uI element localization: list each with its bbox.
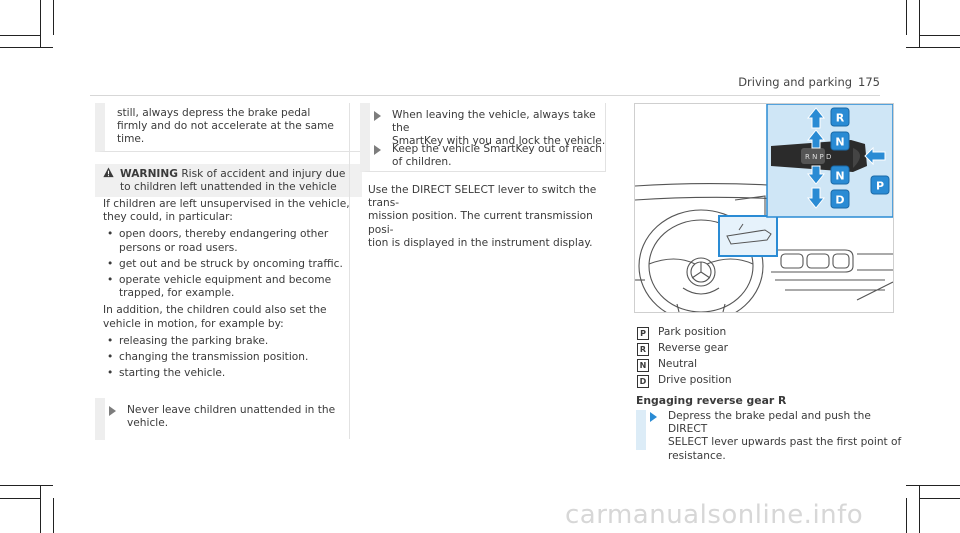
step-arrow-icon — [374, 111, 381, 121]
crop-mark — [53, 498, 54, 533]
crop-mark — [906, 0, 907, 35]
step-arrow-icon — [374, 145, 381, 155]
list-item: releasing the parking brake. — [103, 335, 353, 348]
instruction-step: Never leave children unattended in the v… — [105, 404, 357, 430]
drive-symbol-icon: D — [637, 375, 649, 388]
section-heading: Engaging reverse gear R — [636, 394, 787, 407]
svg-text:R N P D: R N P D — [805, 153, 831, 161]
step-arrow-icon — [650, 412, 657, 422]
list-item: starting the vehicle. — [103, 367, 353, 380]
instruction-step: Keep the vehicle SmartKey out of reach o… — [370, 143, 612, 169]
left-body: If children are left unsupervised in the… — [103, 198, 353, 384]
list-item: get out and be struck by oncoming traffi… — [103, 258, 353, 271]
gear-label-d: D — [835, 194, 844, 207]
crop-mark — [40, 485, 41, 533]
neutral-symbol-icon: N — [637, 359, 649, 372]
crop-mark — [919, 485, 920, 533]
instruction-step: Depress the brake pedal and push the DIR… — [646, 410, 908, 463]
crop-mark — [0, 47, 53, 48]
warning-text: to children left unattended in the vehic… — [120, 181, 337, 193]
crop-mark — [0, 35, 40, 36]
gear-label-p: P — [876, 180, 884, 193]
instruction-box: Never leave children unattended in the v… — [95, 398, 360, 440]
crop-mark — [0, 498, 40, 499]
paragraph: In addition, the children could also set… — [103, 304, 327, 330]
paragraph: Use the DIRECT SELECT lever to switch th… — [368, 184, 597, 249]
crop-mark — [906, 485, 960, 486]
gear-label-n: N — [835, 170, 844, 183]
watermark: carmanualsonline.info — [565, 500, 864, 530]
continuation-block: still, always depress the brake pedal fi… — [95, 103, 367, 152]
text-line: firmly and do not accelerate at the same — [117, 120, 334, 133]
running-header: Driving and parking 175 — [738, 75, 880, 89]
crop-mark — [920, 35, 960, 36]
park-symbol-icon: P — [637, 327, 649, 340]
crop-mark — [40, 0, 41, 48]
crop-mark — [919, 0, 920, 48]
crop-mark — [906, 498, 907, 533]
cockpit-drawing: R N P D R N N P D — [635, 104, 893, 312]
text-line: time. — [117, 133, 145, 146]
crop-mark — [0, 485, 53, 486]
instruction-step: When leaving the vehicle, always take th… — [370, 109, 612, 149]
bullet-list: open doors, thereby endangering otherper… — [103, 228, 353, 300]
warning-icon — [103, 167, 114, 178]
crop-mark — [53, 0, 54, 35]
text-line: still, always depress the brake pedal — [117, 107, 311, 119]
crop-mark — [920, 498, 960, 499]
page-number: 175 — [858, 75, 880, 89]
bullet-list: releasing the parking brake. changing th… — [103, 335, 353, 381]
column-rule — [349, 103, 350, 439]
warning-banner: WARNING Risk of accident and injury due … — [95, 164, 362, 197]
instruction-box: Depress the brake pedal and push the DIR… — [636, 410, 906, 462]
header-rule — [90, 95, 880, 96]
gear-label-r: R — [836, 112, 845, 125]
warning-text: Risk of accident and injury due — [181, 168, 346, 180]
list-item: operate vehicle equipment and becometrap… — [103, 274, 353, 300]
paragraph: If children are left unsupervised in the… — [103, 198, 350, 224]
step-arrow-icon — [109, 406, 116, 416]
list-item: open doors, thereby endangering otherper… — [103, 228, 353, 254]
steering-column-illustration: R N P D R N N P D — [634, 103, 894, 313]
reverse-symbol-icon: R — [637, 343, 649, 356]
crop-mark — [906, 47, 960, 48]
warning-label: WARNING — [120, 168, 178, 180]
list-item: changing the transmission position. — [103, 351, 353, 364]
instruction-box: When leaving the vehicle, always take th… — [360, 103, 606, 172]
gear-label-n: N — [835, 136, 844, 149]
section-title: Driving and parking — [738, 75, 853, 89]
